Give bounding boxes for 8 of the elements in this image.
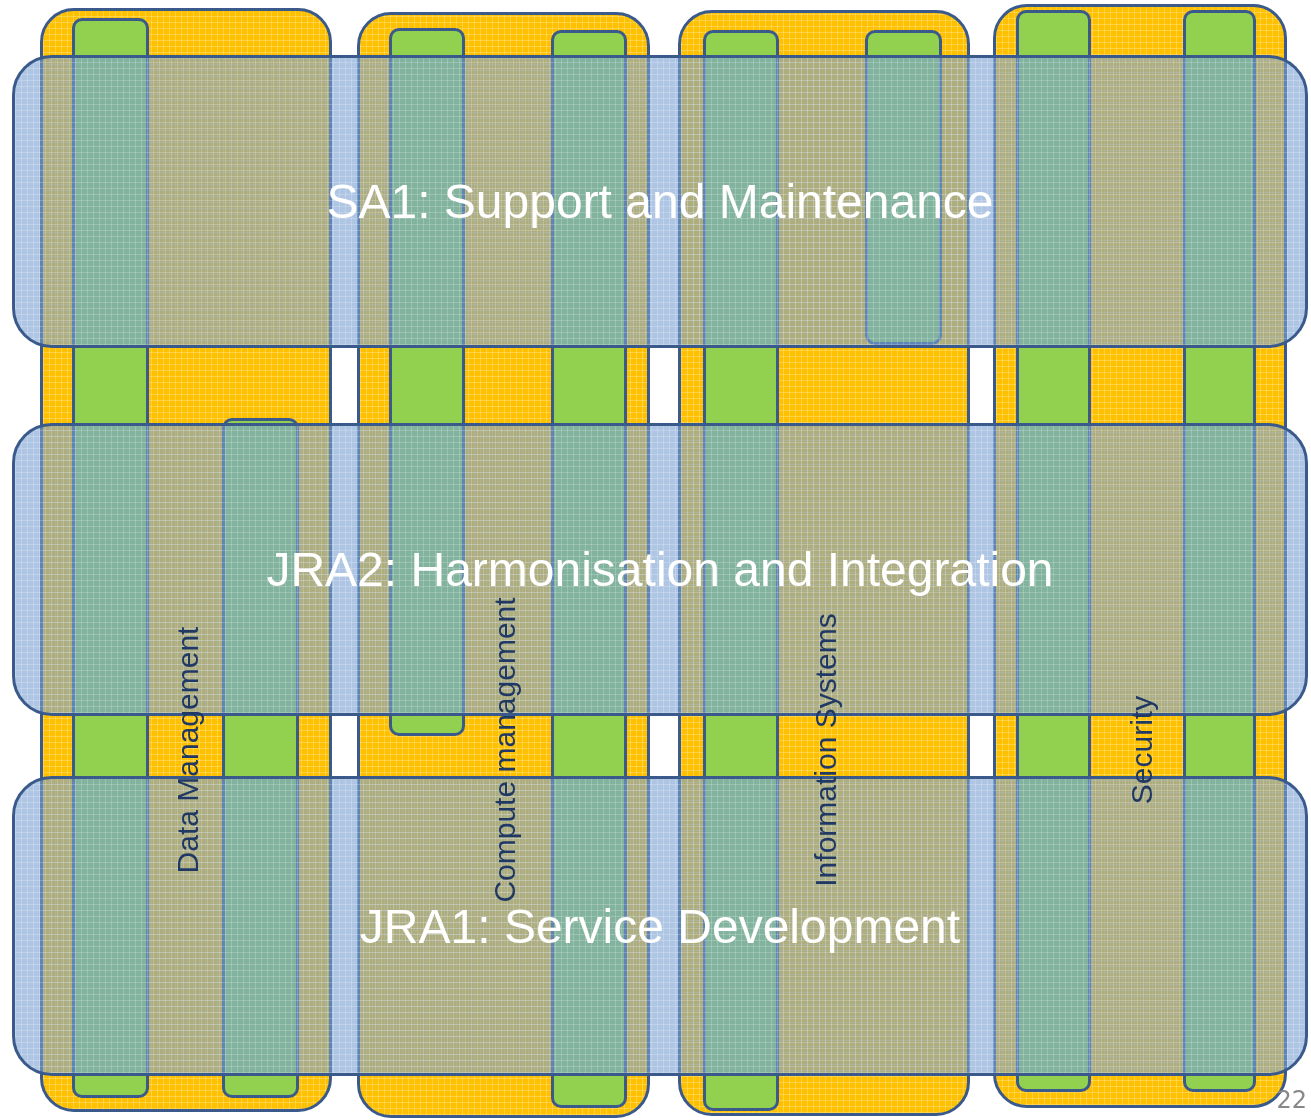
column-title: Security — [1125, 695, 1159, 805]
band-panel — [12, 55, 1308, 348]
vertical-bar — [1183, 10, 1256, 1092]
column-title: Compute management — [488, 597, 522, 903]
column-title: Information Systems — [809, 613, 843, 887]
column-title: Data Management — [171, 626, 205, 874]
vertical-bar — [72, 18, 149, 1098]
page-number: 22 — [1276, 1086, 1307, 1114]
